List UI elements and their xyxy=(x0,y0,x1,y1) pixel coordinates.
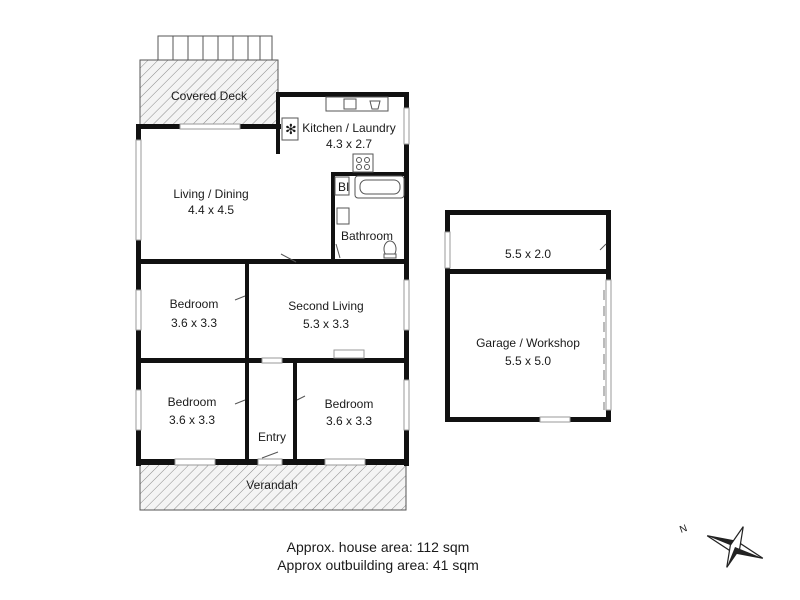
asterisk-icon: ✻ xyxy=(285,121,297,137)
north-compass-icon: N xyxy=(678,523,764,568)
living-name: Living / Dining xyxy=(173,187,248,201)
deck-stairs xyxy=(157,35,273,61)
bi-label: BI xyxy=(338,180,349,194)
outbuilding xyxy=(444,210,612,423)
bedroom1-name: Bedroom xyxy=(170,297,219,311)
garage-name: Garage / Workshop xyxy=(476,336,580,350)
outbuilding-size: 5.5 x 2.0 xyxy=(505,247,551,261)
verandah-area xyxy=(139,461,407,511)
svg-text:N: N xyxy=(678,523,689,536)
bathroom-fixtures xyxy=(334,175,405,259)
bedroom2-name: Bedroom xyxy=(168,395,217,409)
kitchen-size: 4.3 x 2.7 xyxy=(326,137,372,151)
doors xyxy=(234,243,341,459)
covered-deck-label: Covered Deck xyxy=(171,89,248,103)
bedroom1-size: 3.6 x 3.3 xyxy=(171,316,217,330)
bedroom3-size: 3.6 x 3.3 xyxy=(326,414,372,428)
bedroom3-name: Bedroom xyxy=(325,397,374,411)
kitchen-name: Kitchen / Laundry xyxy=(302,121,395,135)
outbuilding-area-text: Approx outbuilding area: 41 sqm xyxy=(277,557,479,573)
second-living-size: 5.3 x 3.3 xyxy=(303,317,349,331)
windows xyxy=(135,107,410,466)
verandah-label: Verandah xyxy=(246,478,297,492)
garage-size: 5.5 x 5.0 xyxy=(505,354,551,368)
second-living-name: Second Living xyxy=(288,299,363,313)
living-size: 4.4 x 4.5 xyxy=(188,203,234,217)
bathroom-label: Bathroom xyxy=(341,229,393,243)
entry-label: Entry xyxy=(258,430,286,444)
hot-water-box xyxy=(281,117,299,141)
house-area-text: Approx. house area: 112 sqm xyxy=(287,539,470,555)
kitchen-fixtures: ✻ xyxy=(281,96,389,173)
bedroom2-size: 3.6 x 3.3 xyxy=(169,413,215,427)
